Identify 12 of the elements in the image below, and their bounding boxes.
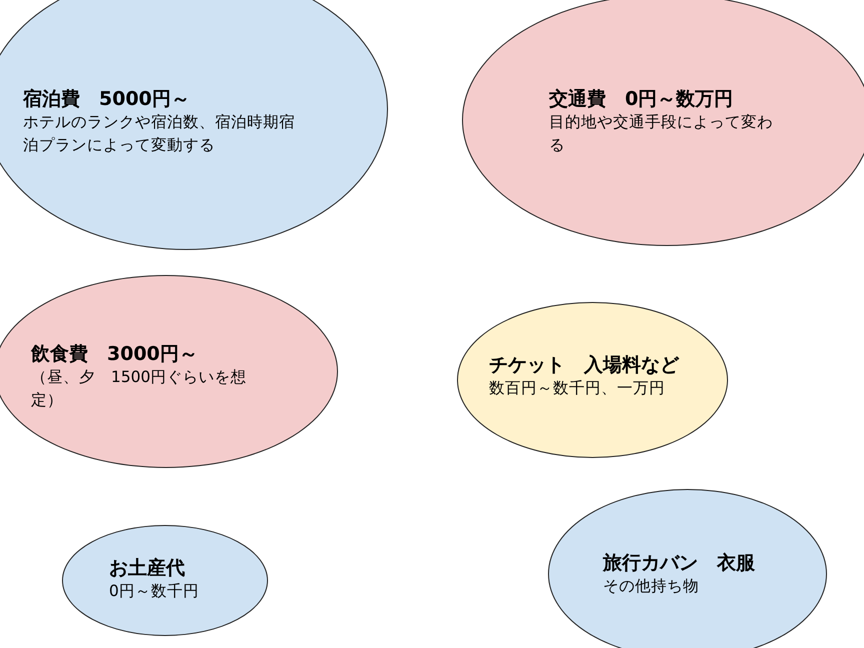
node-description: その他持ち物 xyxy=(603,576,700,597)
node-description: 0円～数千円 xyxy=(109,581,200,602)
node-description: ホテルのランクや宿泊数、宿泊時期宿泊プランによって変動する xyxy=(23,112,295,156)
node-heading: お土産代 xyxy=(109,556,186,580)
node-heading: 旅行カバン 衣服 xyxy=(603,551,756,575)
node-heading: 交通費 0円～数万円 xyxy=(549,87,734,111)
node-heading: チケット 入場料など xyxy=(489,353,680,377)
node-description: 目的地や交通手段によって変わる xyxy=(549,112,774,156)
node-heading: 飲食費 3000円～ xyxy=(31,342,199,366)
node-description: （昼、夕 1500円ぐらいを想定） xyxy=(31,367,248,411)
node-heading: 宿泊費 5000円～ xyxy=(23,87,191,111)
node-description: 数百円～数千円、一万円 xyxy=(489,378,666,399)
